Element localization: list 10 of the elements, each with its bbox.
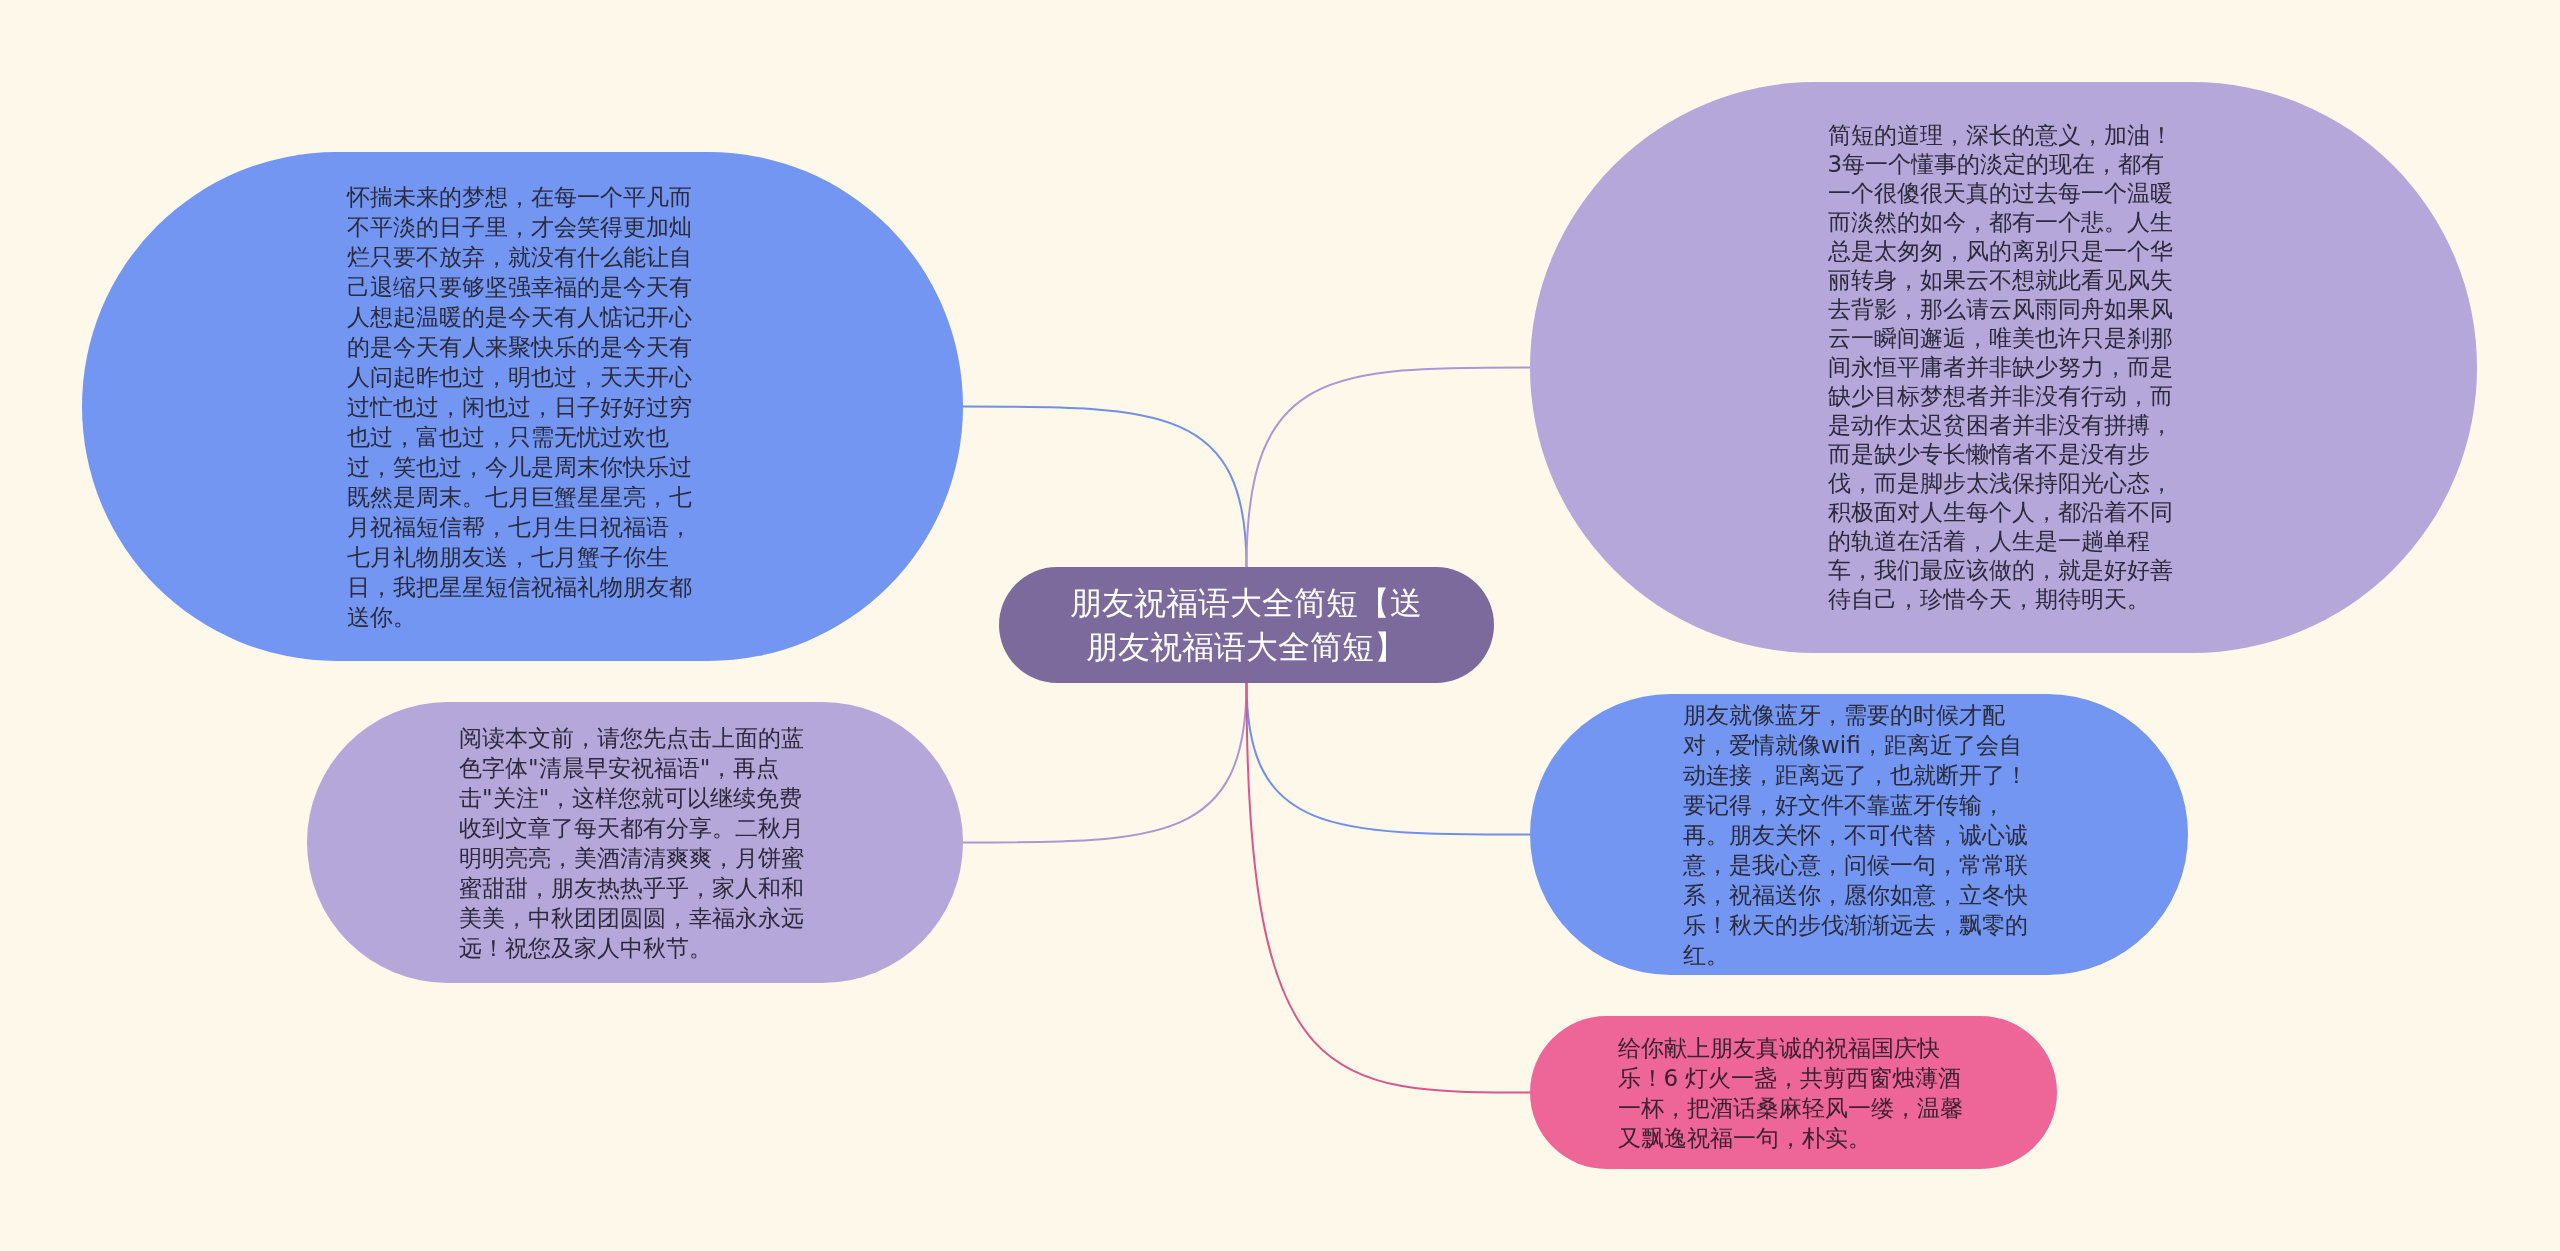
topic-text: 给你献上朋友真诚的祝福国庆快乐！6 灯火一盏，共剪西窗烛薄酒一杯，把酒话桑麻轻风一缕，温馨又飘逸祝福一句，朴实。 [1617, 1033, 1964, 1153]
connector-line [962, 682, 1248, 844]
topic-text: 阅读本文前，请您先点击上面的蓝色字体"清晨早安祝福语"，再点击"关注"，这样您就可以继续免费收到文章了每天都有分享。二秋月明明亮亮，美酒清清爽爽，月饼蜜蜜甜甜，朋友热热乎乎，家人和和美美，中秋团团圆圆，幸福永永远远！祝您及家人中秋节。 [459, 723, 806, 963]
topic-text: 简短的道理，深长的意义，加油！3每一个懂事的淡定的现在，都有一个很傻很天真的过去每一个温暖而淡然的如今，都有一个悲。人生总是太匆匆，风的离别只是一个华丽转身，如果云不想就此看见风失去背影，那么请云风雨同舟如果风云一瞬间邂逅，唯美也许只是刹那间永恒平庸者并非缺少努力，而是缺少目标梦想者并非没有行动，而是动作太迟贫困者并非没有拼搏，而是缺少专长懒惰者不是没有步伐，而是脚步太浅保持阳光心态，积极面对人生每个人，都沿着不同的轨道在活着，人生是一趟单程车，我们最应该做的，就是好好善待自己，珍惜今天，期待明天。 [1827, 121, 2174, 614]
topic-text: 朋友就像蓝牙，需要的时候才配对，爱情就像wifi，距离近了会自动连接，距离远了，也就断开了！要记得，好文件不靠蓝牙传输，再。朋友关怀，不可代替，诚心诚意，是我心意，问候一句，常常联系，祝福送你，愿你如意，立冬快乐！秋天的步伐渐渐远去，飘零的红。 [1683, 700, 2030, 970]
topic-text: 怀揣未来的梦想，在每一个平凡而不平淡的日子里，才会笑得更加灿烂只要不放弃，就没有什么能让自己退缩只要够坚强幸福的是今天有人想起温暖的是今天有人惦记开心的是今天有人来聚快乐的是今天有人问起昨也过，明也过，天天开心过忙也过，闲也过，日子好好过穷也过，富也过，只需无忧过欢也过，笑也过，今儿是周末你快乐过既然是周末。七月巨蟹星星亮，七月祝福短信帮，七月生日祝福语，七月礼物朋友送，七月蟹子你生日，我把星星短信祝福礼物朋友都送你。 [346, 182, 693, 632]
connector-line [1245, 366, 1531, 568]
topic-title: 朋友祝福语大全简短【送朋友祝福语大全简短】 [1069, 583, 1424, 668]
connector-line [1245, 682, 1531, 1094]
connector-line [962, 405, 1248, 568]
